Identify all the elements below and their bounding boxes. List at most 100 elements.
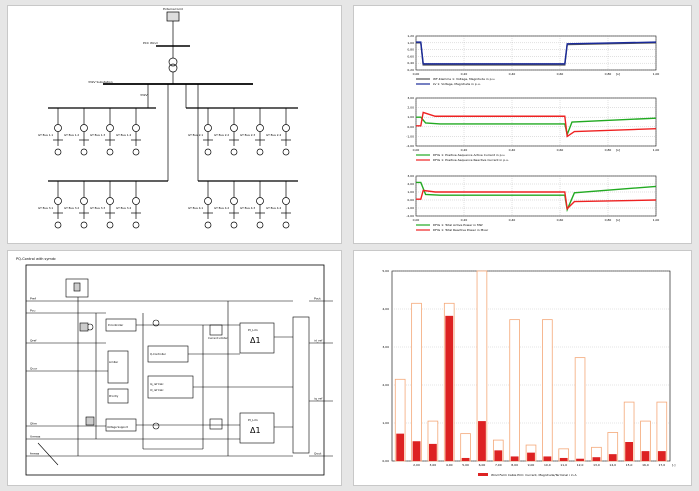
y-tick-label: 2,00 (407, 106, 414, 110)
pi-lim-label-1: PI_Lim (248, 328, 258, 332)
wtg-transformer-icon (106, 197, 114, 205)
wind-turbine-icon (204, 221, 212, 229)
bar (657, 451, 666, 461)
wtg-label: GT Bus 1.1 (38, 133, 53, 137)
external-grid-symbol (166, 11, 180, 22)
ctrl-block-label: Voltage Support (107, 425, 128, 429)
x-tick-label: 0,00 (413, 148, 420, 152)
feeder-bus-label: 33kV (140, 93, 149, 97)
wtg-transformer-icon (132, 124, 140, 132)
main-transformer-winding-2 (168, 63, 178, 73)
bar (478, 421, 486, 461)
x-tick-label: 1,00 (653, 72, 660, 76)
wtg-label: GT Bus 2.1 (188, 133, 203, 137)
wind-turbine-icon (230, 148, 238, 156)
y-tick-label: 1,00 (407, 115, 414, 119)
bar-outline (460, 433, 471, 462)
bar (608, 454, 617, 461)
wtg-transformer-icon (230, 197, 238, 205)
y-tick-label: 3,00 (407, 174, 414, 178)
ctrl-input-label: Pcu (30, 309, 35, 313)
y-tick-label: 3,00 (382, 345, 389, 349)
x-unit-label: [s] (616, 218, 620, 222)
ctrl-input-label: Qcur (30, 367, 38, 371)
wtg-transformer-icon (132, 197, 140, 205)
x-tick-label: 6,00 (479, 463, 486, 467)
plot-frame (391, 270, 671, 462)
legend-entry: DFIG 1: Total Active Power in MW (433, 223, 483, 227)
iq-calc-block (147, 375, 194, 399)
ctrl-input-label: Qref (30, 339, 37, 343)
y-tick-label: 0,60 (407, 54, 414, 58)
bar (461, 457, 470, 461)
ctrl-block-label: Limiter (109, 360, 119, 364)
wind-turbine-icon (256, 148, 264, 156)
wtg-transformer-icon (54, 124, 62, 132)
ctrl-block-label: Q-Controller (150, 352, 167, 356)
pi-lim-symbol-1: Δ1 (250, 336, 261, 345)
wtg-transformer-icon (256, 124, 264, 132)
x-tick-label: 8,00 (511, 463, 518, 467)
single-line-diagram-panel[interactable]: External Grid PCC Wind 33kV Substation 3… (8, 6, 341, 243)
wind-turbine-icon (132, 221, 140, 229)
control-block-diagram-panel[interactable]: PQ-Control with symdc (8, 251, 341, 485)
bar (510, 456, 519, 461)
current-limiter-block (105, 418, 137, 432)
ctrl-input-label: Qlim (30, 422, 37, 426)
bar (494, 450, 503, 461)
wtg-label: GT Bus 3.2 (64, 206, 79, 210)
y-tick-label: 2,00 (382, 383, 389, 387)
control-block-diagram: PQ-Control with symdc (16, 257, 333, 476)
priority-block (107, 388, 129, 404)
x-tick-label: 0,20 (461, 72, 468, 76)
plot-frame (415, 175, 657, 217)
x-tick-label: 0,20 (461, 218, 468, 222)
wtg-transformer-icon (54, 197, 62, 205)
x-tick-label: 0,60 (557, 218, 564, 222)
pi-lim-block-2 (239, 412, 275, 444)
legend-entry: LV 1: Voltage, Magnitude in p.u. (433, 82, 481, 86)
x-tick-label: 0,00 (413, 72, 420, 76)
wind-turbine-icon (282, 148, 290, 156)
ctrl-input-label: fmeas (30, 452, 40, 456)
y-tick-label: 0,40 (407, 61, 414, 65)
pi-lim-block-1 (239, 322, 275, 354)
series-line (416, 189, 657, 211)
wtg-transformer-icon (204, 124, 212, 132)
sum-junction-2 (152, 319, 160, 327)
pi-lim-label-2: PI_Lim (248, 418, 258, 422)
wind-turbine-icon (106, 148, 114, 156)
bar (412, 441, 421, 461)
ctrl-output-label: iq_ref (314, 397, 323, 401)
x-tick-label: 13,0 (593, 463, 600, 467)
x-tick-label: 0,40 (509, 148, 516, 152)
x-unit-label: [s] (616, 148, 620, 152)
wtg-label: GT Bus 4.1 (188, 206, 203, 210)
bar (625, 442, 634, 461)
ctrl-block-label: P-Controller (108, 323, 124, 327)
limiter-block (107, 350, 129, 384)
wtg-label: GT Bus 1.3 (90, 133, 105, 137)
series-line (416, 41, 657, 65)
ctrl-block-label: Iq_ref Calc (150, 382, 164, 386)
ctrl-block-label: Priority (109, 394, 119, 398)
pi-lim-symbol-2: Δ1 (250, 426, 261, 435)
y-tick-label: -2,00 (406, 144, 414, 148)
y-tick-label: 0,80 (407, 48, 414, 52)
wtg-label: GT Bus 3.3 (90, 206, 105, 210)
single-line-diagram: External Grid PCC Wind 33kV Substation 3… (38, 7, 298, 229)
wtg-label: GT Bus 3.1 (38, 206, 53, 210)
wtg-transformer-icon (80, 197, 88, 205)
x-tick-label: 0,20 (461, 148, 468, 152)
series-line (416, 111, 657, 138)
ctrl-block-label: Id_ref Calc (150, 388, 164, 392)
wtg-label: GT Bus 1.2 (64, 133, 79, 137)
x-tick-label: 4,00 (446, 463, 453, 467)
wind-turbine-icon (204, 148, 212, 156)
wtg-label: GT Bus 2.4 (266, 133, 281, 137)
